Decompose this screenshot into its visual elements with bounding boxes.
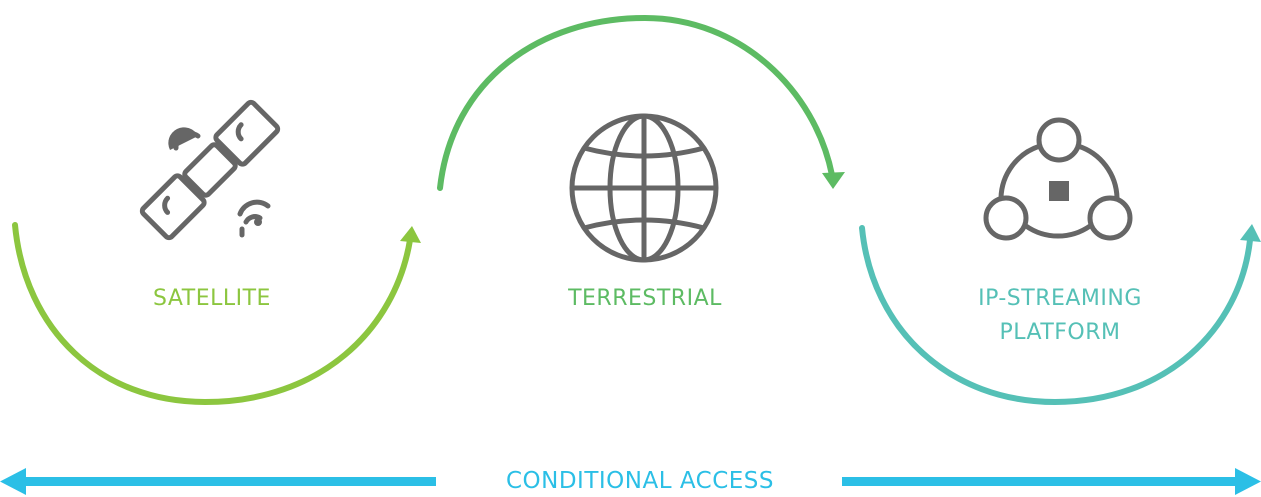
ip-arc bbox=[859, 225, 1253, 406]
ip-streaming-label: IP-STREAMING PLATFORM bbox=[930, 282, 1190, 350]
satellite-dish-cap bbox=[168, 127, 198, 150]
ip-streaming-label-line2: PLATFORM bbox=[999, 320, 1121, 345]
conditional-access-label: CONDITIONAL ACCESS bbox=[440, 466, 840, 496]
satellite-arc-arrowhead bbox=[400, 226, 421, 243]
conditional-access-text: CONDITIONAL ACCESS bbox=[505, 468, 775, 494]
satellite-icon bbox=[139, 99, 281, 241]
terrestrial-label-text: TERRESTRIAL bbox=[568, 286, 722, 311]
ip-streaming-label-line1: IP-STREAMING bbox=[978, 286, 1142, 311]
terrestrial-arc bbox=[437, 14, 835, 191]
satellite-label-text: SATELLITE bbox=[153, 286, 271, 311]
ip-arc-arrowhead bbox=[1240, 224, 1261, 242]
globe-icon bbox=[569, 113, 719, 263]
satellite-label: SATELLITE bbox=[112, 282, 312, 316]
access-arrow-left bbox=[0, 468, 436, 495]
access-arrow-right bbox=[842, 468, 1261, 495]
terrestrial-arc-arrowhead bbox=[822, 172, 845, 189]
satellite-arc bbox=[12, 222, 413, 406]
network-icon bbox=[983, 117, 1133, 241]
terrestrial-label: TERRESTRIAL bbox=[520, 282, 770, 316]
